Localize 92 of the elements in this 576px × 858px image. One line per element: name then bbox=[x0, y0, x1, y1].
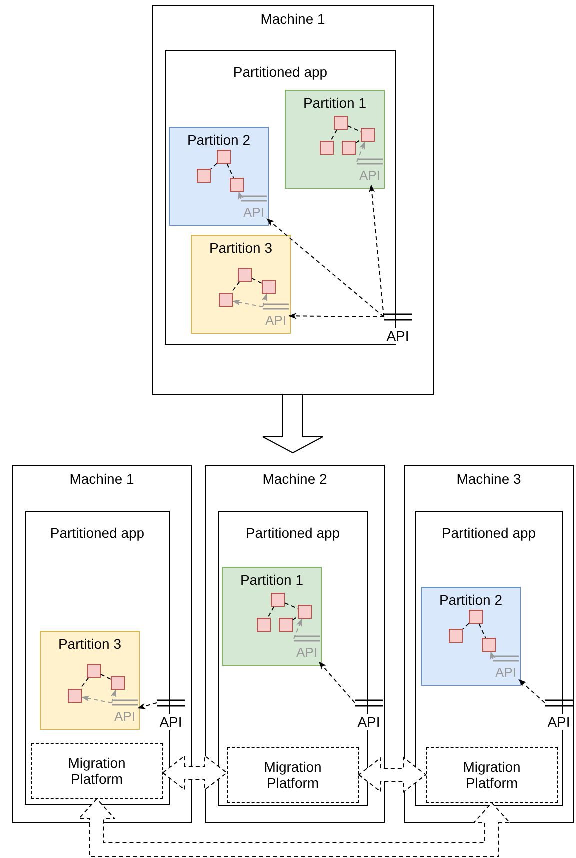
api-label: API bbox=[360, 168, 380, 184]
api-label: API bbox=[244, 205, 264, 221]
machine-title: Machine 1 bbox=[70, 471, 134, 487]
component-square bbox=[298, 605, 312, 619]
dashed-arrow bbox=[232, 300, 264, 308]
component-square bbox=[262, 280, 276, 294]
dashed-line bbox=[478, 624, 486, 638]
component-square bbox=[238, 268, 252, 282]
app-title: Partitioned app bbox=[50, 525, 145, 541]
dashed-line bbox=[356, 139, 362, 144]
dashed-arrow bbox=[518, 679, 546, 704]
api-label: API bbox=[496, 665, 516, 681]
dashed-arrow bbox=[288, 313, 384, 320]
api-label: API bbox=[296, 645, 318, 661]
migration-platform-box bbox=[227, 747, 359, 803]
dashed-line bbox=[462, 623, 470, 630]
dashed-line bbox=[100, 674, 112, 680]
component-square bbox=[279, 618, 293, 632]
app-title: Partitioned app bbox=[442, 525, 536, 541]
dashed-line bbox=[330, 130, 338, 142]
app-title: Partitioned app bbox=[246, 525, 340, 541]
api-label: API bbox=[548, 714, 570, 730]
platform-label: Migration Platform bbox=[263, 759, 323, 791]
machine-box bbox=[404, 465, 574, 823]
dashed-arrow bbox=[138, 702, 158, 710]
dashed-hollow-arrow bbox=[78, 798, 512, 858]
machine-box bbox=[205, 465, 385, 823]
partition-box bbox=[421, 587, 521, 686]
component-square bbox=[361, 128, 375, 142]
dashed-arrow bbox=[318, 662, 356, 704]
dashed-arrow bbox=[266, 218, 384, 318]
dashed-line bbox=[284, 602, 298, 610]
machine-box bbox=[12, 465, 192, 823]
platform-label: Migration Platform bbox=[462, 759, 522, 791]
dashed-line bbox=[267, 606, 275, 618]
dashed-line bbox=[292, 616, 298, 621]
partition-title: Partition 3 bbox=[58, 636, 122, 652]
component-square bbox=[320, 141, 334, 155]
component-square bbox=[469, 610, 483, 624]
app-title: Partitioned app bbox=[233, 64, 328, 80]
machine-title: Machine 2 bbox=[262, 471, 328, 487]
api-label: API bbox=[114, 709, 136, 725]
partition-box bbox=[222, 567, 322, 666]
dashed-line bbox=[230, 282, 240, 294]
dashed-arrow bbox=[262, 294, 268, 308]
component-square bbox=[219, 293, 233, 307]
partition-box bbox=[40, 631, 140, 730]
component-square bbox=[217, 150, 231, 164]
dashed-arrow bbox=[369, 184, 384, 318]
dashed-arrow bbox=[238, 192, 244, 200]
machine-box bbox=[152, 5, 434, 395]
component-square bbox=[334, 116, 348, 130]
component-square bbox=[230, 178, 244, 192]
api-label: API bbox=[386, 328, 410, 344]
dashed-line bbox=[252, 278, 262, 284]
component-square bbox=[482, 638, 496, 652]
component-square bbox=[111, 676, 125, 690]
dashed-hollow-arrow bbox=[358, 756, 427, 794]
migration-platform-box bbox=[426, 747, 558, 803]
partition-title: Partition 2 bbox=[439, 592, 503, 608]
partition-title: Partition 3 bbox=[209, 240, 273, 256]
partition-box bbox=[285, 90, 385, 189]
partition-title: Partition 1 bbox=[303, 95, 367, 111]
platform-label: Migration Platform bbox=[67, 755, 127, 787]
machine-title: Machine 3 bbox=[456, 471, 522, 487]
dashed-arrow bbox=[82, 696, 112, 704]
partition-title: Partition 1 bbox=[240, 572, 304, 588]
dashed-line bbox=[348, 126, 362, 132]
partition-box bbox=[169, 127, 269, 226]
component-square bbox=[257, 618, 271, 632]
dashed-hollow-arrow bbox=[162, 754, 228, 792]
dashed-line bbox=[210, 163, 218, 170]
dashed-arrow bbox=[490, 652, 496, 660]
dashed-arrow bbox=[110, 690, 117, 704]
dashed-arrow bbox=[356, 142, 366, 162]
component-square bbox=[449, 629, 463, 643]
component-square bbox=[68, 689, 82, 703]
partition-title: Partition 2 bbox=[187, 132, 251, 148]
machine-title: Machine 1 bbox=[260, 11, 326, 27]
migration-platform-box bbox=[31, 743, 163, 799]
api-label: API bbox=[160, 714, 182, 730]
component-square bbox=[342, 141, 356, 155]
api-label: API bbox=[358, 714, 380, 730]
dashed-line bbox=[80, 678, 90, 690]
dashed-line bbox=[226, 164, 234, 178]
component-square bbox=[271, 593, 285, 607]
dashed-arrow bbox=[294, 618, 303, 640]
api-label: API bbox=[266, 313, 286, 329]
component-square bbox=[87, 664, 101, 678]
hollow-arrow bbox=[262, 394, 324, 454]
component-square bbox=[197, 169, 211, 183]
partition-box bbox=[191, 235, 291, 334]
